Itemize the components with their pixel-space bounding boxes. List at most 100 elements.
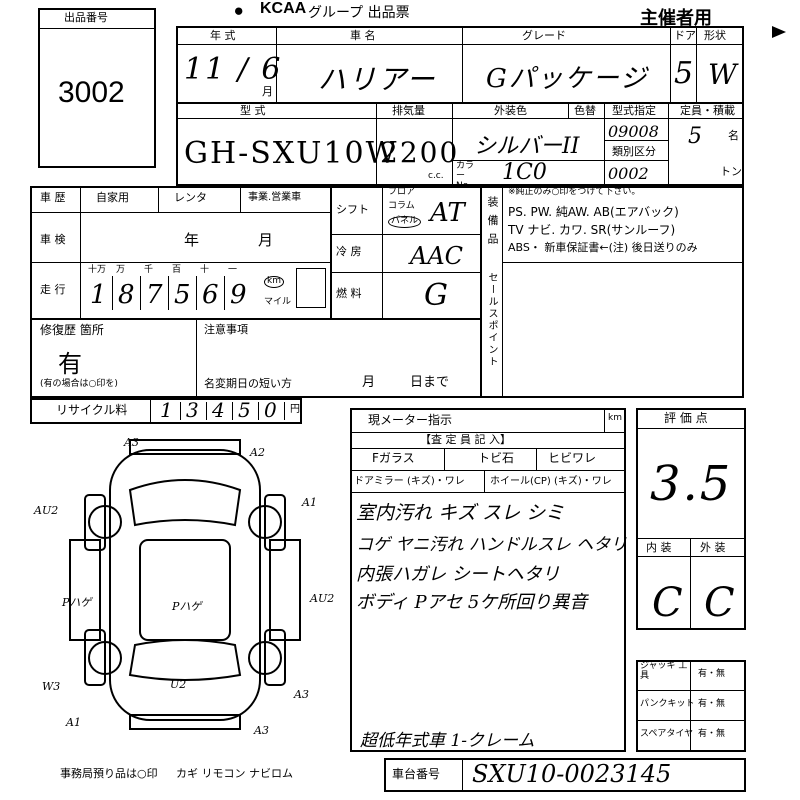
mileage-label: 走 行: [40, 283, 66, 296]
logo-icon: ⚫: [232, 2, 246, 21]
sales-point-label: セールスポイント: [486, 272, 497, 368]
color-no-label: カラー No.: [456, 161, 475, 191]
damage-mark-front-right: A2: [250, 446, 265, 459]
door-mirror: ドアミラー (キズ)・ワレ: [354, 476, 465, 487]
inspection-year-unit: 年: [184, 231, 200, 249]
capacity-label: 定員・積載: [680, 104, 735, 117]
shift-opt-column: コラム: [388, 201, 415, 211]
equipment-note: ※純正のみ○印をつけて下さい。: [508, 187, 641, 197]
lot-number-label: 出品番号: [64, 11, 108, 24]
mileage-digit-1: 8: [118, 280, 135, 310]
spare-label: スペアタイヤ: [640, 729, 694, 739]
organizer-label: 主催者用: [640, 8, 712, 29]
spare-option: 有・無: [698, 729, 726, 739]
damage-mark-front-left: A3: [124, 436, 139, 449]
month-unit: 月: [262, 85, 273, 98]
displacement-value: 2200: [380, 136, 460, 169]
inspector-note-3: 内張ハガレ シートヘタリ: [356, 564, 560, 585]
mileage-digit-0: 1: [90, 280, 107, 310]
mileage-unit-4: 十: [200, 265, 210, 275]
equipment-row-1: PS. PW. 純AW. AB(エアバック): [508, 205, 679, 219]
inspector-note-2: コゲ ヤニ汚れ ハンドルスレ ヘタリ: [356, 535, 628, 555]
rear-left-tire: [88, 641, 122, 675]
mileage-digit-5: 9: [230, 280, 247, 310]
name-change-label: 名変期日の短い方: [204, 377, 292, 390]
mileage-digit-2: 7: [146, 280, 163, 310]
chassis-box: [384, 758, 746, 792]
ac-label: 冷 房: [336, 245, 362, 258]
ac-value: AAC: [410, 242, 464, 270]
form-title: グループ 出品票: [308, 5, 410, 21]
equipment-label: 装 備 品: [486, 196, 499, 246]
recycle-digit-2: 4: [212, 398, 225, 422]
exterior-grade-label: 外 装: [700, 541, 726, 554]
glass-crack: ヒビワレ: [548, 451, 597, 465]
car-hood: [128, 479, 242, 527]
km-unit: km: [264, 276, 284, 288]
mileage-digit-4: 6: [202, 280, 219, 310]
brand-logo: KCAA: [260, 0, 307, 17]
inspector-note-1: 室内汚れ キズ スレ シミ: [356, 502, 565, 524]
recycle-digit-0: 1: [160, 398, 173, 422]
person-unit: 名: [728, 129, 739, 142]
damage-mark-rear-left: A1: [66, 716, 81, 729]
mileage-digit-3: 5: [174, 280, 191, 310]
grade-label: グレード: [522, 29, 566, 42]
damage-mark-left-fender: AU2: [34, 504, 59, 517]
recycle-digit-1: 3: [186, 398, 199, 422]
capacity-value: 5: [688, 124, 702, 149]
mileage-unit-5: 一: [228, 265, 238, 275]
chassis-label: 車台番号: [392, 767, 441, 781]
rear-left-wheel: [84, 629, 106, 686]
name-change-month: 月: [362, 375, 376, 390]
damage-mark-rear-right: A3: [294, 688, 309, 701]
fuel-label: 燃 料: [336, 287, 362, 300]
repair-note: (有の場合は○印を): [40, 379, 118, 389]
inspector-block: [350, 408, 626, 752]
caution-label: 注意事項: [204, 323, 248, 336]
recycle-digit-4: 0: [264, 398, 277, 422]
evaluation-block: [636, 408, 746, 630]
doors-label: ドア: [674, 29, 696, 42]
puncture-label: パンクキット: [640, 699, 695, 709]
cc-unit: c.c.: [428, 171, 444, 181]
chassis-value: SXU10-0023145: [472, 760, 672, 788]
model-label: 型 式: [240, 104, 266, 117]
car-name-value: ハリアー: [318, 63, 437, 96]
rear-right-wheel: [264, 629, 286, 686]
shape-label: 形状: [704, 29, 726, 42]
wheel-condition: ホイール(CP) (キズ)・ワレ: [490, 476, 612, 487]
damage-mark-right-door: AU2: [310, 592, 335, 605]
equipment-row-2: TV ナビ. カワ. SR(サンルーフ): [508, 223, 676, 237]
recycle-yen: 円: [290, 404, 300, 415]
damage-mark-right-fender: A1: [302, 496, 317, 509]
model-code-label: 型式指定: [612, 104, 656, 117]
repair-value: 有: [58, 350, 82, 378]
front-left-tire: [88, 505, 122, 539]
front-right-tire: [248, 505, 282, 539]
inspector-footnote: 超低年式車 1-クレーム: [360, 731, 535, 751]
repair-label: 修復歴 箇所: [40, 323, 104, 337]
inspection-month-unit: 月: [258, 231, 274, 249]
shape-value: W: [708, 58, 739, 91]
fuel-value: G: [424, 278, 448, 313]
grade-value: Gパッケージ: [486, 64, 649, 94]
jack-option: 有・無: [698, 669, 726, 679]
mileage-extra-box: [296, 268, 326, 308]
meter-label: 現メーター指示: [368, 413, 453, 427]
displacement-label: 排気量: [392, 104, 425, 117]
history-option-rental: レンタ: [174, 191, 207, 204]
interior-label: 内 装: [646, 541, 672, 554]
history-option-private: 自家用: [96, 191, 129, 204]
name-change-day: 日まで: [410, 375, 450, 390]
damage-mark-rear-bumper: A3: [254, 724, 269, 737]
mileage-unit-1: 万: [116, 265, 126, 275]
office-items: カギ リモコン ナビロム: [176, 767, 293, 780]
shift-opt-floor: フロア: [388, 187, 416, 197]
jack-label: ジャッキ 工 具: [640, 661, 688, 681]
mile-unit: マイル: [264, 297, 292, 307]
damage-mark-rear-left-wheel: W3: [42, 680, 61, 693]
year-label: 年 式: [210, 29, 236, 42]
right-door-panel: [269, 539, 301, 641]
mileage-unit-0: 十万: [88, 265, 107, 275]
